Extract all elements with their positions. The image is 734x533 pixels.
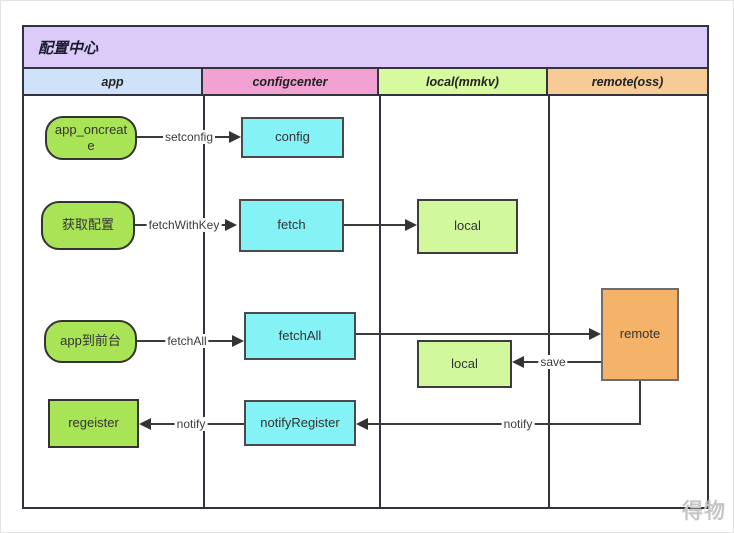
edge-label-fetchall: fetchAll <box>165 334 209 348</box>
edge-label-setconfig: setconfig <box>162 130 216 144</box>
dewu-watermark: 得物 <box>682 500 726 523</box>
node-app-oncreate: app_oncreate <box>45 116 137 160</box>
node-regeister: regeister <box>48 399 139 448</box>
arrowhead-left-icon <box>356 418 368 430</box>
diagram-title-bar: 配置中心 <box>24 27 707 69</box>
node-config: config <box>241 117 344 158</box>
edge-fetchall-remote-line <box>356 333 591 335</box>
edge-notify-vertical-line <box>639 381 641 425</box>
node-local-fetch: local <box>417 199 518 254</box>
swimlane-diagram: 配置中心 app configcenter local(mmkv) remote… <box>22 25 709 509</box>
arrowhead-right-icon <box>225 219 237 231</box>
edge-label-notify-app: notify <box>174 417 208 431</box>
node-fetch: fetch <box>239 199 344 252</box>
lane-header-local-mmkv: local(mmkv) <box>379 69 548 94</box>
arrowhead-left-icon <box>139 418 151 430</box>
lane-header-configcenter: configcenter <box>203 69 379 94</box>
edge-label-save: save <box>538 355 568 369</box>
node-remote: remote <box>601 288 679 381</box>
edge-fetch-local-line <box>344 224 407 226</box>
lane-divider-1 <box>203 96 205 507</box>
lane-divider-2 <box>379 96 381 507</box>
node-local-save: local <box>417 340 512 388</box>
edge-label-notify-remote: notify <box>501 417 535 431</box>
diagram-title: 配置中心 <box>38 39 99 57</box>
node-fetchall: fetchAll <box>244 312 356 360</box>
node-get-config: 获取配置 <box>41 201 135 250</box>
edge-label-fetchwithkey: fetchWithKey <box>146 218 222 232</box>
diagram-body: app_oncreate config 获取配置 fetch local app… <box>24 96 707 507</box>
lane-divider-3 <box>548 96 550 507</box>
arrowhead-right-icon <box>229 131 241 143</box>
arrowhead-right-icon <box>589 328 601 340</box>
lane-header-app: app <box>24 69 203 94</box>
arrowhead-right-icon <box>232 335 244 347</box>
node-notify-register: notifyRegister <box>244 400 356 446</box>
lane-header-remote-oss: remote(oss) <box>548 69 707 94</box>
arrowhead-right-icon <box>405 219 417 231</box>
node-app-to-foreground: app到前台 <box>44 320 137 363</box>
lane-headers: app configcenter local(mmkv) remote(oss) <box>24 69 707 96</box>
arrowhead-left-icon <box>512 356 524 368</box>
